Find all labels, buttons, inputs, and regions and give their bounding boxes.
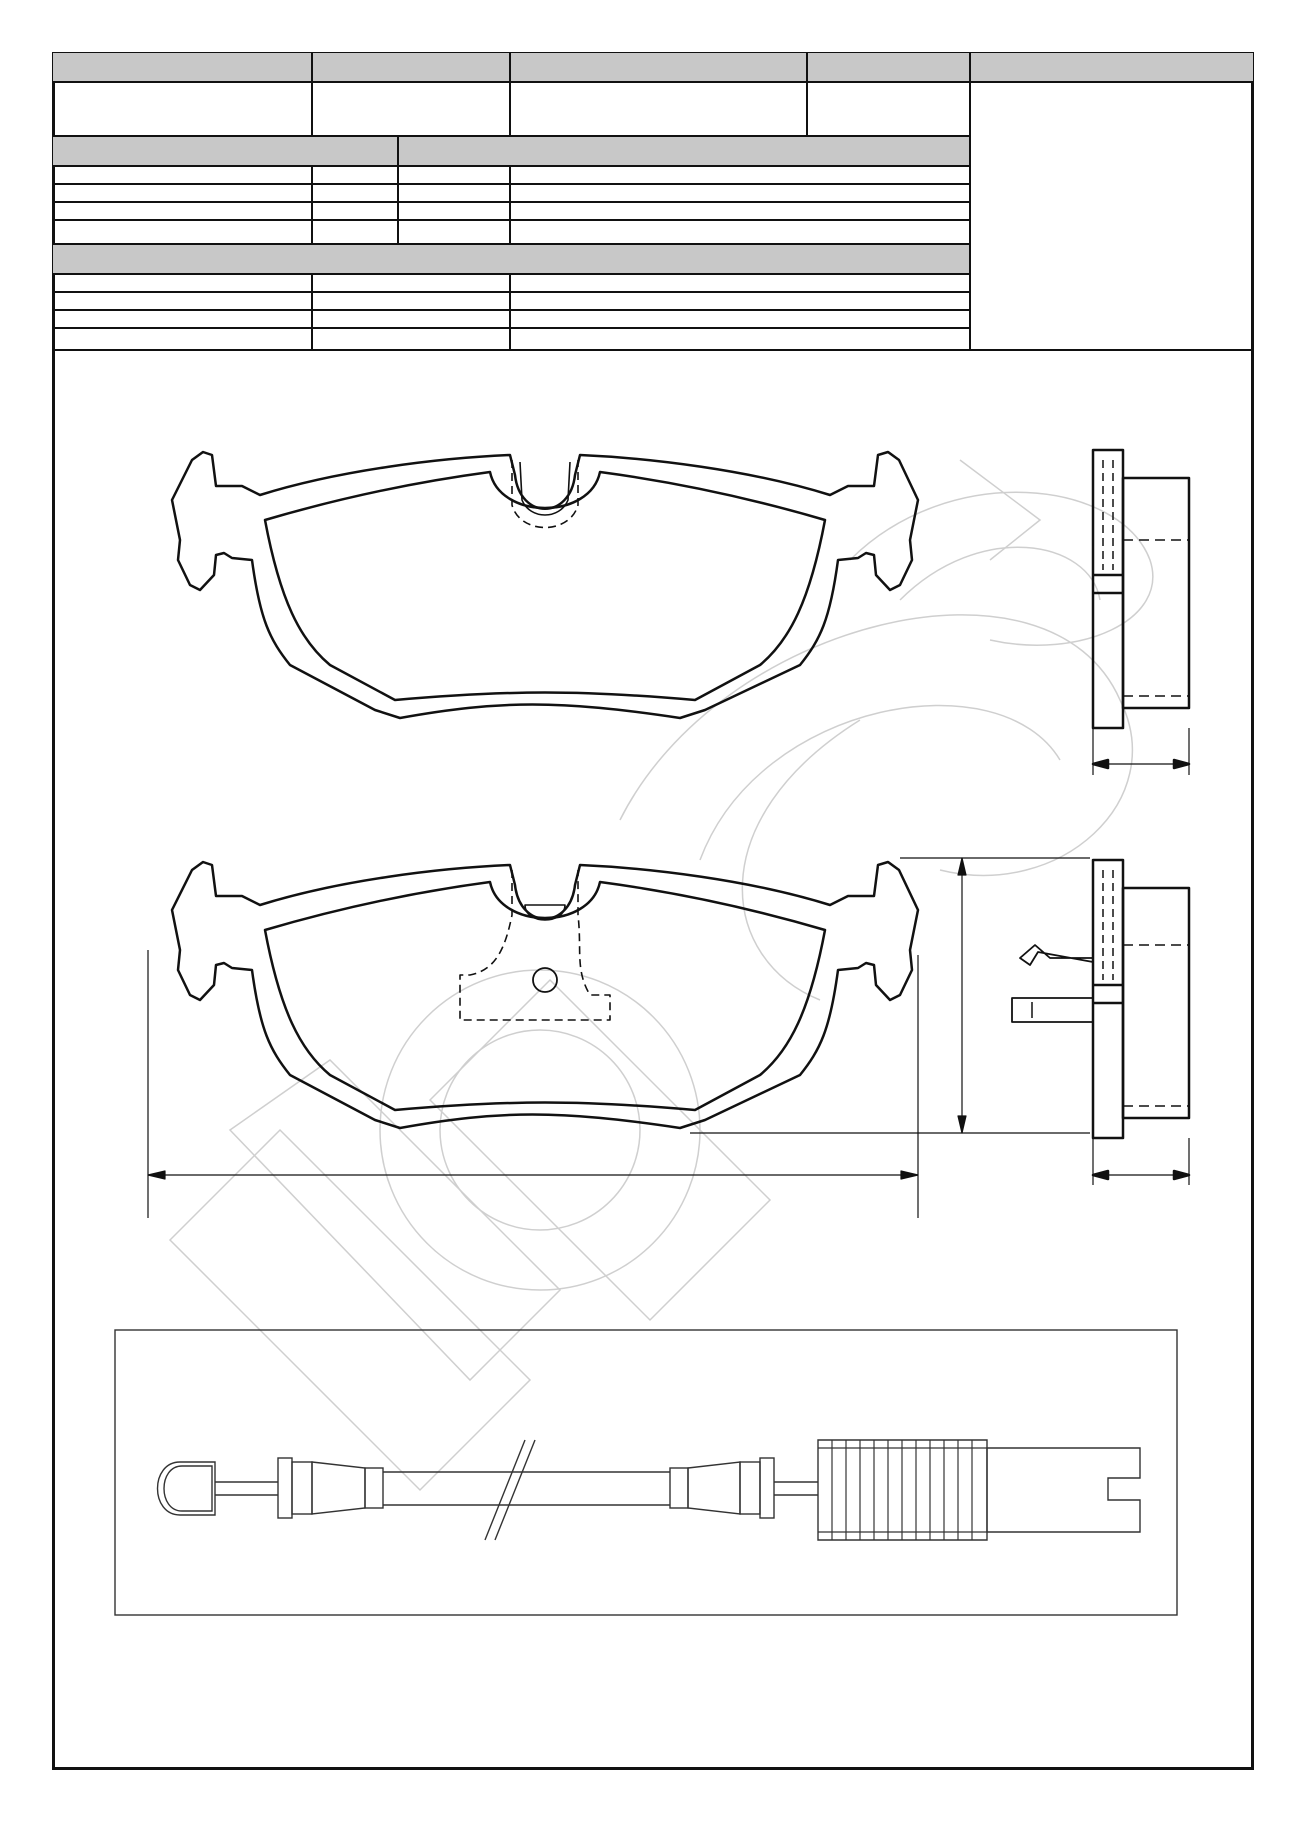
wear-sensor-cable — [114, 1329, 1178, 1616]
watermark-logo — [168, 459, 1154, 1492]
dimension-lines — [147, 857, 1090, 1218]
pad-side-view — [1091, 448, 1191, 775]
spec-table — [52, 52, 1254, 351]
pad-back-view-with-sensor-plate — [170, 860, 920, 1130]
pad-front-view — [170, 450, 920, 720]
pad-side-view-with-clip — [1011, 858, 1191, 1185]
